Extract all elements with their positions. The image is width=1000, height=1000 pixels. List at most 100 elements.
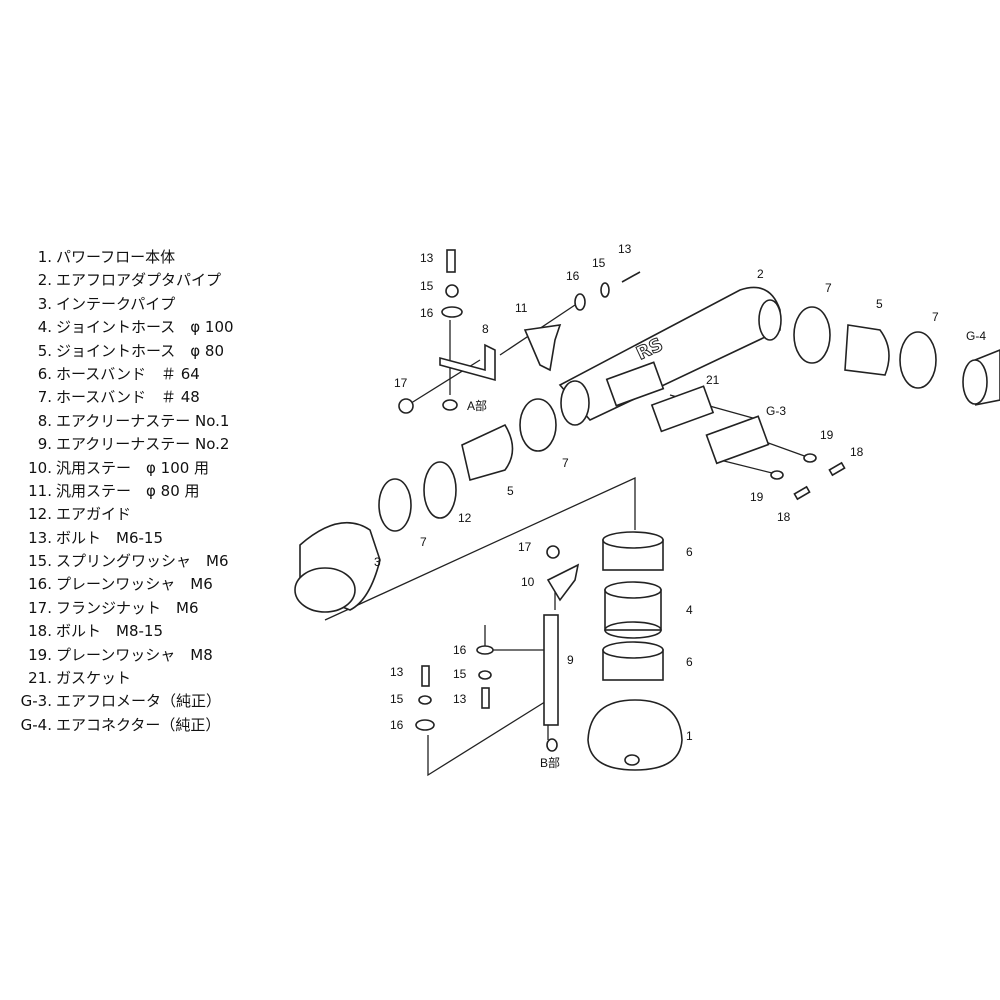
part-number: 15. <box>28 552 52 571</box>
parts-list-item: 15.スプリングワッシャ M6 <box>10 550 234 573</box>
part-name: エアコネクター（純正） <box>56 715 221 734</box>
part-12-air-guide <box>423 461 457 519</box>
part-7-hose-band <box>793 306 831 364</box>
parts-list-item: 16.プレーンワッシャ M6 <box>10 573 234 596</box>
part-name: プレーンワッシャ M8 <box>56 645 213 664</box>
callout: 4 <box>686 603 693 617</box>
callout-labels: 13 15 16 8 11 16 15 13 2 7 5 7 G-4 17 A部… <box>374 242 986 770</box>
callout: 5 <box>507 484 514 498</box>
callout: 16 <box>390 718 404 732</box>
callout: 11 <box>515 301 528 315</box>
parts-list-item: 8.エアクリーナステー No.1 <box>10 410 234 433</box>
callout: 15 <box>390 692 404 706</box>
parts-list-item: 1.パワーフロー本体 <box>10 246 234 269</box>
parts-list-item: 6.ホースバンド ＃ 64 <box>10 363 234 386</box>
part-g3-airflow-meter <box>705 415 770 465</box>
parts-list-item: 17.フランジナット M6 <box>10 597 234 620</box>
part-name: ボルト M8-15 <box>56 622 163 641</box>
callout: 5 <box>876 297 883 311</box>
part-number: 12. <box>28 505 52 524</box>
part-name: スプリングワッシャ M6 <box>56 552 229 571</box>
part-5-joint-hose <box>461 423 514 482</box>
part-name: ジョイントホース φ 80 <box>56 341 225 360</box>
part-number: 16. <box>28 575 52 594</box>
part-name: フランジナット M6 <box>56 598 199 617</box>
part-number: 3. <box>37 294 52 313</box>
part-number: G-3. <box>20 692 52 711</box>
part-number: 10. <box>28 458 52 477</box>
part-name: ホースバンド ＃ 48 <box>56 388 200 407</box>
part-number: 8. <box>37 411 52 430</box>
callout: 13 <box>453 692 467 706</box>
callout: 16 <box>453 643 467 657</box>
parts-list-item: 21.ガスケット <box>10 667 234 690</box>
part-name: ガスケット <box>56 669 132 688</box>
parts-list-item: 10.汎用ステー φ 100 用 <box>10 457 234 480</box>
callout: 21 <box>706 373 720 387</box>
callout: 10 <box>521 575 535 589</box>
parts-list-item: G-4.エアコネクター（純正） <box>10 714 234 737</box>
part-number: 5. <box>37 341 52 360</box>
callout: 2 <box>757 267 764 281</box>
part-name: ボルト M6-15 <box>56 528 163 547</box>
part-6-hose-band <box>602 531 664 571</box>
parts-list-item: 18.ボルト M8-15 <box>10 620 234 643</box>
callout: 13 <box>618 242 632 256</box>
callout-detail-a: A部 <box>467 398 487 413</box>
callout: 8 <box>482 322 489 336</box>
part-name: エアクリーナステー No.2 <box>56 435 230 454</box>
part-name: 汎用ステー φ 80 用 <box>56 481 200 500</box>
part-number: 9. <box>37 435 52 454</box>
parts-list-item: 7.ホースバンド ＃ 48 <box>10 386 234 409</box>
part-7-hose-band <box>899 331 937 389</box>
part-number: 6. <box>37 364 52 383</box>
callout: G-4 <box>966 329 986 343</box>
callout: 7 <box>420 535 427 549</box>
callout: 15 <box>420 279 434 293</box>
part-name: エアクリーナステー No.1 <box>56 411 230 430</box>
parts-list-item: 3.インテークパイプ <box>10 293 234 316</box>
parts-list-item: 19.プレーンワッシャ M8 <box>10 644 234 667</box>
part-name: インテークパイプ <box>56 294 176 313</box>
parts-list-item: 11.汎用ステー φ 80 用 <box>10 480 234 503</box>
part-5-joint-hose <box>844 324 890 376</box>
callout: 16 <box>420 306 434 320</box>
callout: 6 <box>686 545 693 559</box>
part-number: 7. <box>37 388 52 407</box>
parts-list-item: G-3.エアフロメータ（純正） <box>10 690 234 713</box>
callout: 6 <box>686 655 693 669</box>
callout: 3 <box>374 555 381 569</box>
parts-list-item: 2.エアフロアダプタパイプ <box>10 269 234 292</box>
part-number: 19. <box>28 645 52 664</box>
callout: 19 <box>820 428 834 442</box>
callout: 7 <box>825 281 832 295</box>
callout: 13 <box>420 251 434 265</box>
part-name: ホースバンド ＃ 64 <box>56 364 200 383</box>
part-name: エアガイド <box>56 505 132 524</box>
part-1-power-flow-body <box>587 699 683 771</box>
callout: 13 <box>390 665 404 679</box>
parts-list-item: 4.ジョイントホース φ 100 <box>10 316 234 339</box>
callout: G-3 <box>766 404 786 418</box>
part-10-stay <box>546 563 580 602</box>
part-number: 17. <box>28 598 52 617</box>
part-9-stay <box>543 614 559 726</box>
part-7-hose-band <box>519 398 557 452</box>
part-name: 汎用ステー φ 100 用 <box>56 458 210 477</box>
callout: 15 <box>453 667 467 681</box>
part-number: 13. <box>28 528 52 547</box>
part-7-hose-band <box>378 478 412 532</box>
callout: 15 <box>592 256 606 270</box>
part-number: G-4. <box>20 715 52 734</box>
part-11-stay <box>523 324 562 372</box>
part-name: エアフロメータ（純正） <box>56 692 222 711</box>
callout: 7 <box>562 456 569 470</box>
callout: 18 <box>850 445 864 459</box>
part-2-adapter-pipe: RS <box>558 286 782 426</box>
callout: 17 <box>394 376 408 390</box>
callout: 7 <box>932 310 939 324</box>
callout: 1 <box>686 729 693 743</box>
callout: 18 <box>777 510 791 524</box>
